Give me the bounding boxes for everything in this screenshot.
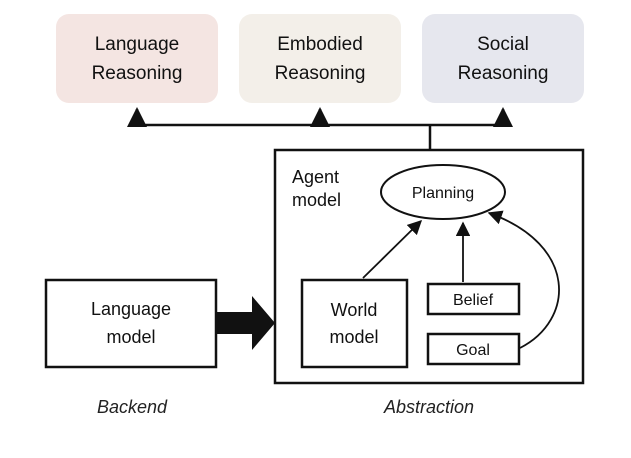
block-arrow-right — [216, 296, 275, 350]
arrow-world-model-to-planning — [362, 219, 423, 279]
goal-box: Goal — [426, 332, 521, 366]
social-reasoning-bg — [422, 14, 584, 103]
agent-model-title-line1: Agent — [292, 167, 339, 187]
embodied-reasoning-box: Embodied Reasoning — [239, 14, 401, 103]
embodied-reasoning-line2: Reasoning — [275, 63, 366, 84]
agent-model-title-line2: model — [292, 190, 341, 210]
language-model-line2: model — [106, 327, 155, 347]
abstraction-caption: Abstraction — [383, 397, 474, 417]
language-model-line1: Language — [91, 299, 171, 319]
goal-label: Goal — [456, 342, 490, 359]
planning-label: Planning — [412, 185, 474, 202]
embodied-reasoning-bg — [239, 14, 401, 103]
social-reasoning-box: Social Reasoning — [422, 14, 584, 103]
social-reasoning-line1: Social — [477, 34, 529, 55]
language-model-border — [44, 278, 218, 369]
language-reasoning-bg — [56, 14, 218, 103]
world-model-border — [300, 278, 409, 369]
goal-border — [426, 332, 521, 366]
embodied-reasoning-line1: Embodied — [277, 34, 363, 55]
belief-box: Belief — [426, 282, 521, 316]
language-model-box: Language model — [44, 278, 218, 369]
planning-arrows — [362, 210, 560, 349]
planning-ellipse — [380, 164, 506, 220]
language-reasoning-line1: Language — [95, 34, 180, 55]
reasoning-connector — [127, 107, 513, 150]
belief-label: Belief — [453, 292, 494, 309]
language-reasoning-line2: Reasoning — [92, 63, 183, 84]
belief-border — [426, 282, 521, 316]
backend-caption: Backend — [97, 397, 168, 417]
social-reasoning-line2: Reasoning — [458, 63, 549, 84]
planning-node: Planning — [380, 164, 506, 220]
language-reasoning-box: Language Reasoning — [56, 14, 218, 103]
arrow-goal-to-planning — [487, 210, 560, 349]
agent-model-border — [273, 148, 585, 385]
world-model-box: World model — [300, 278, 409, 369]
agent-model-box: Agent model — [273, 148, 585, 385]
world-model-line2: model — [329, 327, 378, 347]
world-model-line1: World — [331, 300, 378, 320]
